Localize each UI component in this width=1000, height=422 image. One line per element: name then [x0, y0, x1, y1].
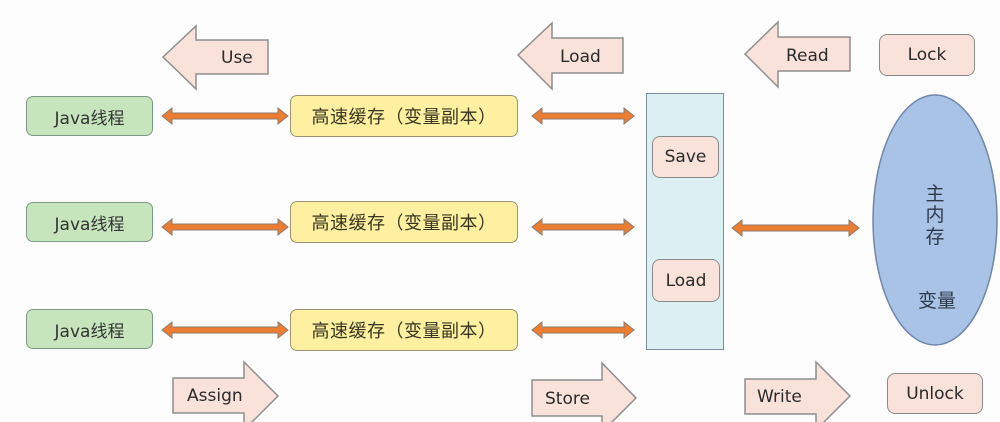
save-box: Save	[652, 136, 719, 178]
load-label-top: Load	[560, 47, 601, 67]
read-label: Read	[786, 46, 829, 66]
unlock-label: Unlock	[906, 383, 964, 404]
cache-1-label: 高速缓存（变量副本）	[311, 107, 497, 128]
thread-cache-link-3	[161, 320, 289, 340]
thread-cache-link-1	[161, 106, 289, 126]
cache-3-label: 高速缓存（变量副本）	[311, 321, 497, 342]
cache-panel-link-2	[531, 217, 635, 237]
use-label: Use	[221, 48, 253, 68]
main-memory-title-2: 内	[925, 204, 944, 226]
thread-cache-link-2	[161, 217, 289, 237]
java-thread-1: Java线程	[26, 96, 153, 136]
cache-panel-link-3	[531, 320, 635, 340]
cache-3: 高速缓存（变量副本）	[290, 309, 518, 351]
main-memory: 主 内 存 变量	[872, 94, 998, 346]
lock-box: Lock	[879, 34, 975, 76]
panel-memory-link	[731, 218, 860, 238]
save-load-panel	[646, 93, 724, 350]
java-thread-3-label: Java线程	[54, 321, 125, 342]
java-thread-1-label: Java线程	[54, 108, 125, 129]
main-memory-title-3: 存	[925, 226, 944, 248]
save-label: Save	[664, 147, 707, 167]
java-thread-2-label: Java线程	[54, 214, 125, 235]
load-label: Load	[665, 270, 707, 291]
main-memory-title-1: 主	[925, 183, 944, 205]
cache-1: 高速缓存（变量副本）	[290, 95, 518, 137]
assign-label: Assign	[187, 386, 243, 406]
lock-label: Lock	[907, 45, 947, 65]
java-thread-3: Java线程	[26, 309, 153, 349]
cache-2-label: 高速缓存（变量副本）	[311, 213, 497, 234]
write-arrow: Write	[744, 360, 852, 422]
store-label: Store	[545, 389, 590, 409]
assign-arrow: Assign	[172, 360, 280, 422]
load-arrow-top: Load	[516, 21, 624, 91]
cache-2: 高速缓存（变量副本）	[290, 201, 518, 243]
unlock-box: Unlock	[887, 373, 983, 414]
load-box: Load	[652, 259, 720, 302]
read-arrow: Read	[743, 20, 851, 89]
write-label: Write	[757, 387, 802, 407]
store-arrow: Store	[531, 361, 638, 422]
main-memory-variable: 变量	[918, 290, 956, 312]
cache-panel-link-1	[531, 106, 635, 126]
use-arrow: Use	[161, 24, 269, 91]
java-thread-2: Java线程	[26, 202, 153, 242]
